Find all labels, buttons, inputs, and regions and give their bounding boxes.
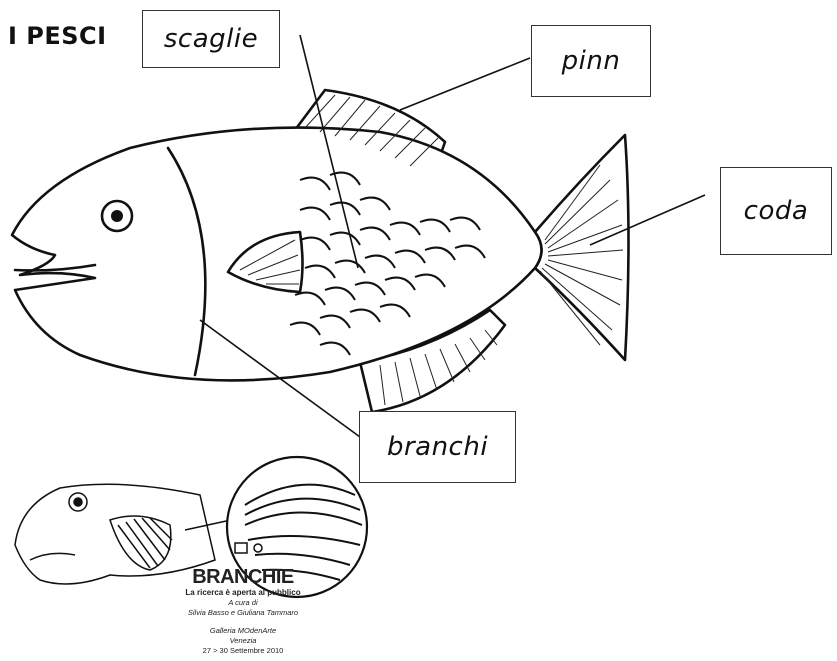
label-gills: branchi (359, 411, 516, 483)
pupil (111, 210, 123, 222)
fins-pointer (400, 58, 530, 110)
label-tail: coda (720, 167, 832, 255)
label-fins: pinn (531, 25, 651, 97)
poster-curated-by: A cura di (148, 598, 338, 607)
poster-dates: 27 > 30 Settembre 2010 (148, 646, 338, 655)
label-tail-text: coda (744, 196, 809, 226)
poster-gallery: Galleria MOdenArte (148, 626, 338, 635)
poster-authors: Silvia Basso e Giuliana Tammaro (148, 608, 338, 617)
label-fins-text: pinn (562, 46, 621, 76)
poster-subtitle: La ricerca è aperta al pubblico (148, 588, 338, 597)
label-gills-text: branchi (387, 432, 488, 462)
label-scales: scaglie (142, 10, 280, 68)
poster-title: BRANCHIE (148, 566, 338, 589)
label-scales-text: scaglie (164, 24, 258, 54)
poster-city: Venezia (148, 636, 338, 645)
